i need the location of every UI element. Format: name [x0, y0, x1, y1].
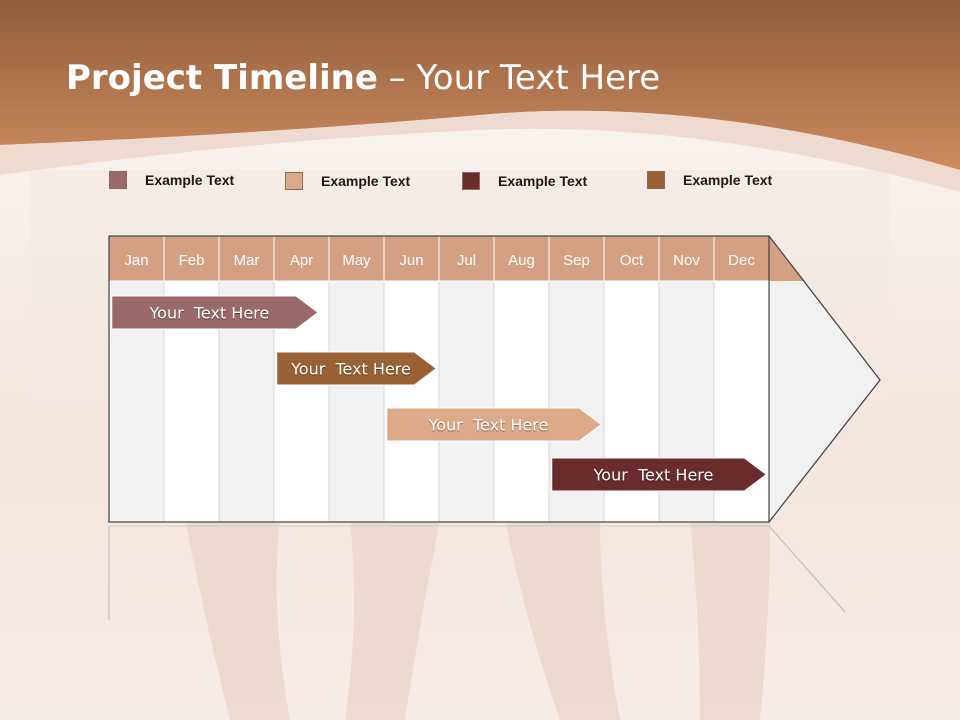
month-column — [493, 280, 550, 523]
timeline-frame — [108, 235, 770, 523]
month-label: Jun — [399, 252, 423, 269]
month-column — [328, 280, 385, 523]
legend-label-3: Example Text — [498, 173, 588, 189]
timeline-bar-1 — [111, 295, 319, 330]
legend-item-1: Example Text — [109, 169, 234, 191]
month-header-cell — [163, 235, 220, 282]
month-header-cell — [218, 235, 275, 282]
month-label: Apr — [290, 252, 313, 269]
legend-item-2: Example Text — [285, 170, 410, 192]
month-header-cell — [383, 235, 440, 282]
month-header-cell — [438, 235, 495, 282]
timeline-bar-label-2: Your Text Here — [290, 360, 411, 379]
legend-swatch-4 — [647, 171, 665, 189]
legend-label-4: Example Text — [683, 172, 773, 188]
legend-swatch-3 — [462, 172, 480, 190]
month-column — [438, 280, 495, 523]
timeline-bar-label-3: Your Text Here — [428, 416, 549, 435]
timeline-bar-label-1: Your Text Here — [149, 304, 270, 323]
reflection-line — [768, 525, 846, 613]
month-label: Dec — [728, 252, 755, 269]
month-label: Oct — [620, 252, 644, 269]
month-label: Aug — [508, 252, 535, 269]
legend-swatch-2 — [285, 172, 303, 190]
title-bold: Project Timeline — [66, 58, 378, 98]
legend-label-1: Example Text — [145, 172, 235, 188]
month-column — [383, 280, 440, 523]
timeline-bar-label-4: Your Text Here — [593, 466, 714, 485]
month-label: Feb — [179, 252, 205, 269]
legend-swatch-1 — [109, 171, 127, 189]
month-header-cell — [713, 235, 770, 282]
timeline-bar-4 — [551, 457, 768, 492]
timeline-bar-2 — [276, 351, 438, 386]
month-label: Sep — [563, 252, 590, 269]
legend-item-3: Example Text — [462, 170, 587, 192]
legend-label-2: Example Text — [321, 173, 411, 189]
legend-item-4: Example Text — [647, 169, 772, 191]
title-rest: – Your Text Here — [377, 58, 661, 98]
month-header-cell — [658, 235, 715, 282]
month-header-cell — [548, 235, 605, 282]
month-header-cell — [108, 235, 165, 282]
slide-title: Project Timeline – Your Text Here — [66, 58, 660, 98]
arrow-tip-outline — [768, 235, 881, 523]
month-label: Nov — [673, 252, 700, 269]
timeline-bar-3 — [386, 407, 603, 442]
month-label: Jul — [457, 252, 476, 269]
month-label: Mar — [234, 252, 260, 269]
month-label: May — [342, 252, 371, 269]
month-label: Jan — [124, 252, 148, 269]
